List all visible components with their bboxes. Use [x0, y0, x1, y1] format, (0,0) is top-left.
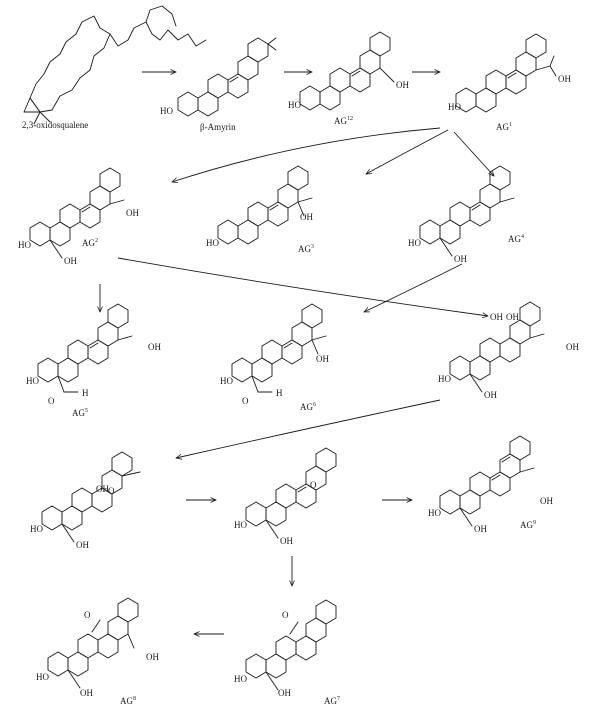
label-ho-ag7: HO: [234, 674, 247, 684]
label-ag2: AG2: [82, 238, 98, 248]
label-ho-ag5: HO: [26, 376, 39, 386]
ag12-structure: [299, 31, 395, 111]
ag7-structure: [245, 599, 337, 691]
label-o-ag8-epoxide: O: [84, 610, 91, 620]
label-ho-ag1: HO: [448, 102, 461, 112]
label-ho-diol: HO: [438, 374, 451, 384]
arrow-ag2-row3: [117, 257, 488, 316]
label-ag12: AG12: [334, 116, 353, 126]
label-ag8: AG8: [120, 696, 136, 706]
arrow-ag4-ag6: [364, 263, 463, 313]
label-o-ene: O: [310, 480, 317, 490]
ag9-structure: [439, 435, 535, 527]
diol-intermediate-structure: [449, 301, 545, 393]
label-h-ag6: H: [276, 388, 283, 398]
arrow-ag1-ag3: [366, 129, 449, 174]
label-oxidosqualene: 2,3-oxidosqualene: [22, 120, 88, 130]
label-ho-ene: HO: [234, 520, 247, 530]
label-ag1: AG1: [496, 122, 512, 132]
label-oh-ag3: OH: [300, 212, 313, 222]
label-ho-ag6: HO: [220, 376, 233, 386]
ag6-structure: [231, 303, 327, 393]
ag8-structure: [47, 597, 139, 689]
label-ag7: AG7: [324, 696, 340, 706]
ag4-structure: [419, 165, 515, 257]
ag5-structure: [37, 303, 133, 393]
ag2-structure: [29, 167, 125, 259]
ag1-structure: [455, 33, 557, 113]
label-ch2oh-ag2: OH: [64, 256, 77, 266]
label-o-ag6: O: [242, 396, 249, 406]
label-ch2oh-lactone: OH: [76, 540, 89, 550]
label-cooh-diol: OH: [566, 342, 579, 352]
label-amyrin: β-Amyrin: [200, 122, 236, 132]
label-ch2oh-ag4: OH: [454, 254, 467, 264]
label-oh-ag8: OH: [146, 652, 159, 662]
label-ho-ag12: HO: [288, 100, 301, 110]
label-oh-ag6: OH: [316, 354, 329, 364]
label-oh-ag5: OH: [148, 342, 161, 352]
lactone-intermediate-structure: [41, 451, 141, 543]
label-ch2oh-ene: OH: [280, 536, 293, 546]
label-ch2oh-ag9: OH: [474, 524, 487, 534]
ag3-structure: [217, 165, 313, 245]
label-ho-lactone: HO: [30, 524, 43, 534]
label-oh-ag1: OH: [558, 74, 571, 84]
label-h-ag5: H: [82, 388, 89, 398]
arrow-ag1-ag4: [453, 131, 494, 176]
label-o-ag7-epoxide: O: [282, 610, 289, 620]
label-o-ag5: O: [48, 396, 55, 406]
label-ch2oh-diol: OH: [484, 390, 497, 400]
oxidosqualene-structure: [23, 5, 207, 125]
label-ag5: AG5: [72, 408, 88, 418]
label-ho-ag9: HO: [428, 508, 441, 518]
arrow-ag1-ag2: [172, 127, 441, 182]
label-ag6: AG6: [300, 402, 316, 412]
label-ho-ag3: HO: [206, 238, 219, 248]
label-ho-amyrin: HO: [160, 106, 173, 116]
label-ho-ag8: HO: [36, 672, 49, 682]
label-oh-diol-b: OH: [506, 312, 519, 322]
amyrin-structure: [177, 37, 277, 117]
label-ho-ag4: HO: [408, 238, 421, 248]
label-oh-diol-a: OH: [490, 312, 503, 322]
label-ag4: AG4: [508, 234, 524, 244]
label-ho-ag2: HO: [18, 240, 31, 250]
label-oh-lactone: OH: [96, 484, 109, 494]
ene-lactone-structure: [245, 447, 337, 539]
label-oh-ag12: OH: [396, 80, 409, 90]
label-ag9: AG9: [520, 520, 536, 530]
label-o-lactone: O: [108, 486, 115, 496]
label-oh-ag2: OH: [126, 208, 139, 218]
label-ch2oh-ag8: OH: [80, 688, 93, 698]
label-ch2oh-ag7: OH: [278, 688, 291, 698]
arrow-diol-lactone: [176, 399, 441, 458]
label-ag3: AG3: [298, 244, 314, 254]
label-oh-ag9: OH: [540, 496, 553, 506]
